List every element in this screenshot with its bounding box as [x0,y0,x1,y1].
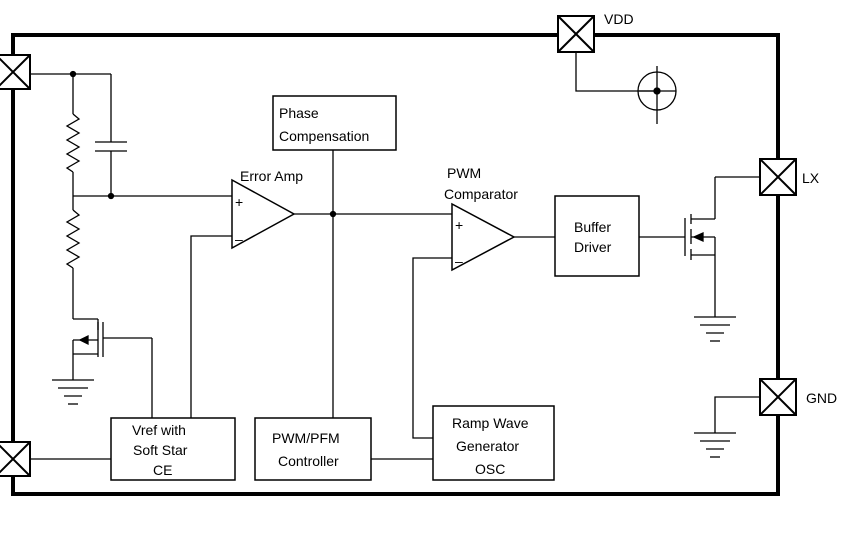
pin-lx-label: LX [802,170,820,186]
error-amp: + – [231,178,296,250]
pwm-pfm-controller-line1: PWM/PFM [272,430,340,446]
feedback-divider [30,70,234,319]
error-amp-plus: + [235,194,243,210]
ramp-wave-generator-block [432,405,555,481]
pin-gnd-label: GND [806,390,837,406]
ramp-wave-generator-line2: Generator [456,438,519,454]
pin-vdd-label: VDD [604,11,634,27]
vref-softstart-line2: Soft Star [133,442,188,458]
pwm-comparator-minus: – [455,253,463,269]
pwm-comparator-line1: PWM [447,165,481,181]
pin-vdd [557,15,595,53]
ic-outline [11,33,780,496]
pin-lx [759,158,797,196]
phase-compensation-line1: Phase [279,105,319,121]
vref-net [190,235,232,418]
phase-compensation-line2: Compensation [279,128,369,144]
gnd-connection [694,396,760,458]
ramp-wave-generator-line1: Ramp Wave [452,415,529,431]
pin-bottom-left [0,441,31,477]
pwm-comparator: + – [451,202,516,272]
ramp-wave-generator-line3: OSC [475,461,505,477]
pwm-comparator-line2: Comparator [444,186,518,202]
phase-compensation-block [272,95,397,151]
pwm-pfm-controller-block [254,417,372,481]
vref-softstart-line3: CE [153,462,172,478]
ce-switch-transistor [52,318,174,427]
pin-top-left [0,54,31,90]
error-amp-output-net [294,150,452,418]
vref-softstart-block [110,417,236,481]
pwm-pfm-controller-line2: Controller [278,453,339,469]
buffer-driver-line1: Buffer [574,219,611,235]
error-amp-label: Error Amp [240,168,303,184]
error-amp-minus: – [235,231,243,247]
pin-gnd [759,378,797,416]
buffer-driver-line2: Driver [574,239,612,255]
vdd-connection [575,52,677,124]
vref-softstart-line1: Vref with [132,422,186,438]
ramp-net [412,257,452,439]
pwm-comparator-plus: + [455,217,463,233]
lx-switch-transistor [639,176,760,342]
buffer-driver-block [554,195,640,277]
